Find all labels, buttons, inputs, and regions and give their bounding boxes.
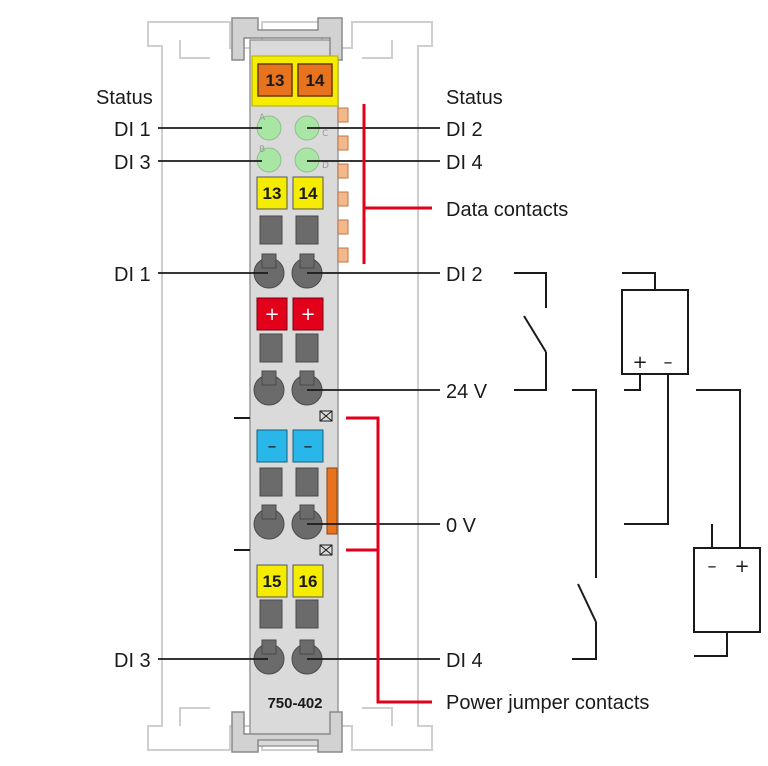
led-letter-b: B [259, 145, 265, 155]
part-number: 750-402 [267, 695, 322, 712]
terminal-slots [259, 215, 319, 629]
svg-text:16: 16 [299, 572, 318, 591]
svg-text:13: 13 [263, 184, 282, 203]
status-label-right: Status [446, 87, 503, 109]
data-contacts-label: Data contacts [446, 199, 568, 221]
external-circuit [514, 272, 761, 660]
row1-marker-13: 13 [256, 176, 288, 210]
row4-marker-16: 16 [292, 564, 324, 598]
plus-marker-right: + [292, 297, 324, 331]
led-letter-d: D [322, 161, 329, 171]
power-jumper-bar [326, 467, 338, 535]
supply-top-minus: – [664, 352, 673, 373]
svg-text:13: 13 [266, 71, 285, 90]
led-di3 [256, 147, 282, 173]
top-marker-13: 13 [257, 63, 293, 97]
supply-top-plus: + [632, 352, 647, 373]
jumper-x-marks [319, 410, 333, 556]
svg-text:+: + [300, 304, 315, 325]
leader-lines [158, 127, 440, 660]
di3-terminal-label: DI 3 [114, 650, 151, 672]
di1-led-label: DI 1 [114, 119, 151, 141]
din-rail-outline [147, 21, 433, 751]
supply-bottom-plus: + [734, 556, 749, 577]
supply-bottom [693, 547, 761, 633]
led-letter-c: C [322, 129, 328, 139]
plus-marker-left: + [256, 297, 288, 331]
housing-ticks [234, 417, 250, 551]
minus-marker-right: – [292, 429, 324, 463]
svg-text:+: + [264, 304, 279, 325]
di4-terminal-label: DI 4 [446, 650, 483, 672]
top-marker-14: 14 [297, 63, 333, 97]
led-di4 [294, 147, 320, 173]
status-label-left: Status [96, 87, 153, 109]
svg-text:15: 15 [263, 572, 282, 591]
row1-marker-14: 14 [292, 176, 324, 210]
power-jumper-contacts-label: Power jumper contacts [446, 692, 649, 714]
svg-text:14: 14 [306, 71, 325, 90]
led-letter-a: A [259, 113, 266, 123]
0v-label: 0 V [446, 515, 477, 537]
svg-text:–: – [304, 436, 313, 457]
di2-led-label: DI 2 [446, 119, 483, 141]
di1-terminal-label: DI 1 [114, 264, 151, 286]
svg-text:14: 14 [299, 184, 318, 203]
di2-terminal-label: DI 2 [446, 264, 483, 286]
supply-bottom-minus: – [708, 556, 717, 577]
24v-label: 24 V [446, 381, 488, 403]
di4-led-label: DI 4 [446, 152, 483, 174]
di3-led-label: DI 3 [114, 152, 151, 174]
data-contact-tabs [337, 107, 349, 263]
minus-marker-left: – [256, 429, 288, 463]
row4-marker-15: 15 [256, 564, 288, 598]
data-contacts-bracket [362, 104, 432, 264]
power-jumper-bracket [346, 416, 432, 704]
svg-text:–: – [268, 436, 277, 457]
